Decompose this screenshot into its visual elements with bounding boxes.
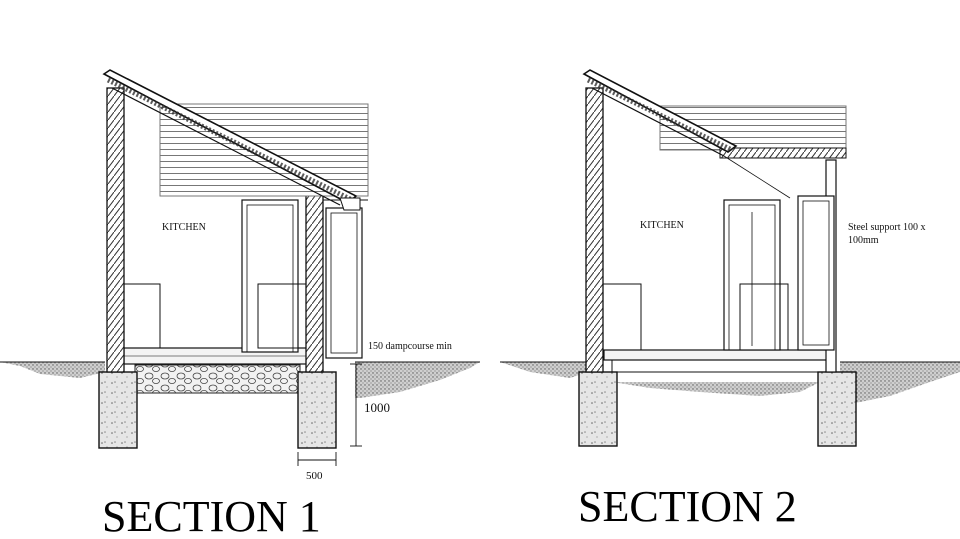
suspended-floor-2 — [603, 349, 835, 361]
steel-beam-2 — [719, 147, 847, 159]
room-label-2: KITCHEN — [640, 220, 684, 231]
steel-support-note-line1: Steel support 100 x — [848, 222, 926, 233]
kitchen-bench-left-1 — [123, 283, 161, 349]
ground-left-2 — [500, 362, 588, 378]
section-1-title: SECTION 1 — [102, 492, 321, 539]
footing-left-1 — [98, 371, 138, 449]
footing-width-label: 500 — [306, 470, 323, 482]
section-1-drawing: KITCHEN 150 dampcourse min 1000 500 SECT… — [0, 69, 480, 539]
footing-left-2 — [578, 371, 618, 447]
internal-door-1 — [241, 199, 299, 353]
ground-right-2 — [840, 362, 960, 404]
wall-right-1 — [305, 187, 324, 373]
footing-right-2 — [817, 371, 857, 447]
gutter-1 — [339, 197, 361, 211]
wall-left-2 — [585, 87, 604, 373]
kitchen-bench-left-2 — [602, 283, 642, 351]
ground-right-1 — [355, 362, 480, 398]
footing-depth-label: 1000 — [364, 400, 390, 415]
room-label-1: KITCHEN — [162, 222, 206, 233]
kitchen-bench-right-2 — [739, 283, 789, 351]
section-2-drawing: KITCHEN Steel support 100 x 100mm SECTIO… — [500, 69, 960, 531]
footing-right-1 — [297, 371, 337, 449]
glazed-panel-2 — [797, 195, 835, 351]
ground-mid-2 — [612, 382, 820, 396]
existing-window-1 — [325, 207, 363, 359]
wall-left-1 — [106, 87, 125, 373]
section-2-title: SECTION 2 — [578, 482, 797, 531]
dampcourse-note: 150 dampcourse min — [368, 341, 452, 352]
ground-left-1 — [0, 362, 105, 378]
kitchen-bench-right-1 — [257, 283, 307, 349]
rubble-fill-1 — [134, 364, 301, 394]
steel-support-note-line2: 100mm — [848, 235, 879, 246]
